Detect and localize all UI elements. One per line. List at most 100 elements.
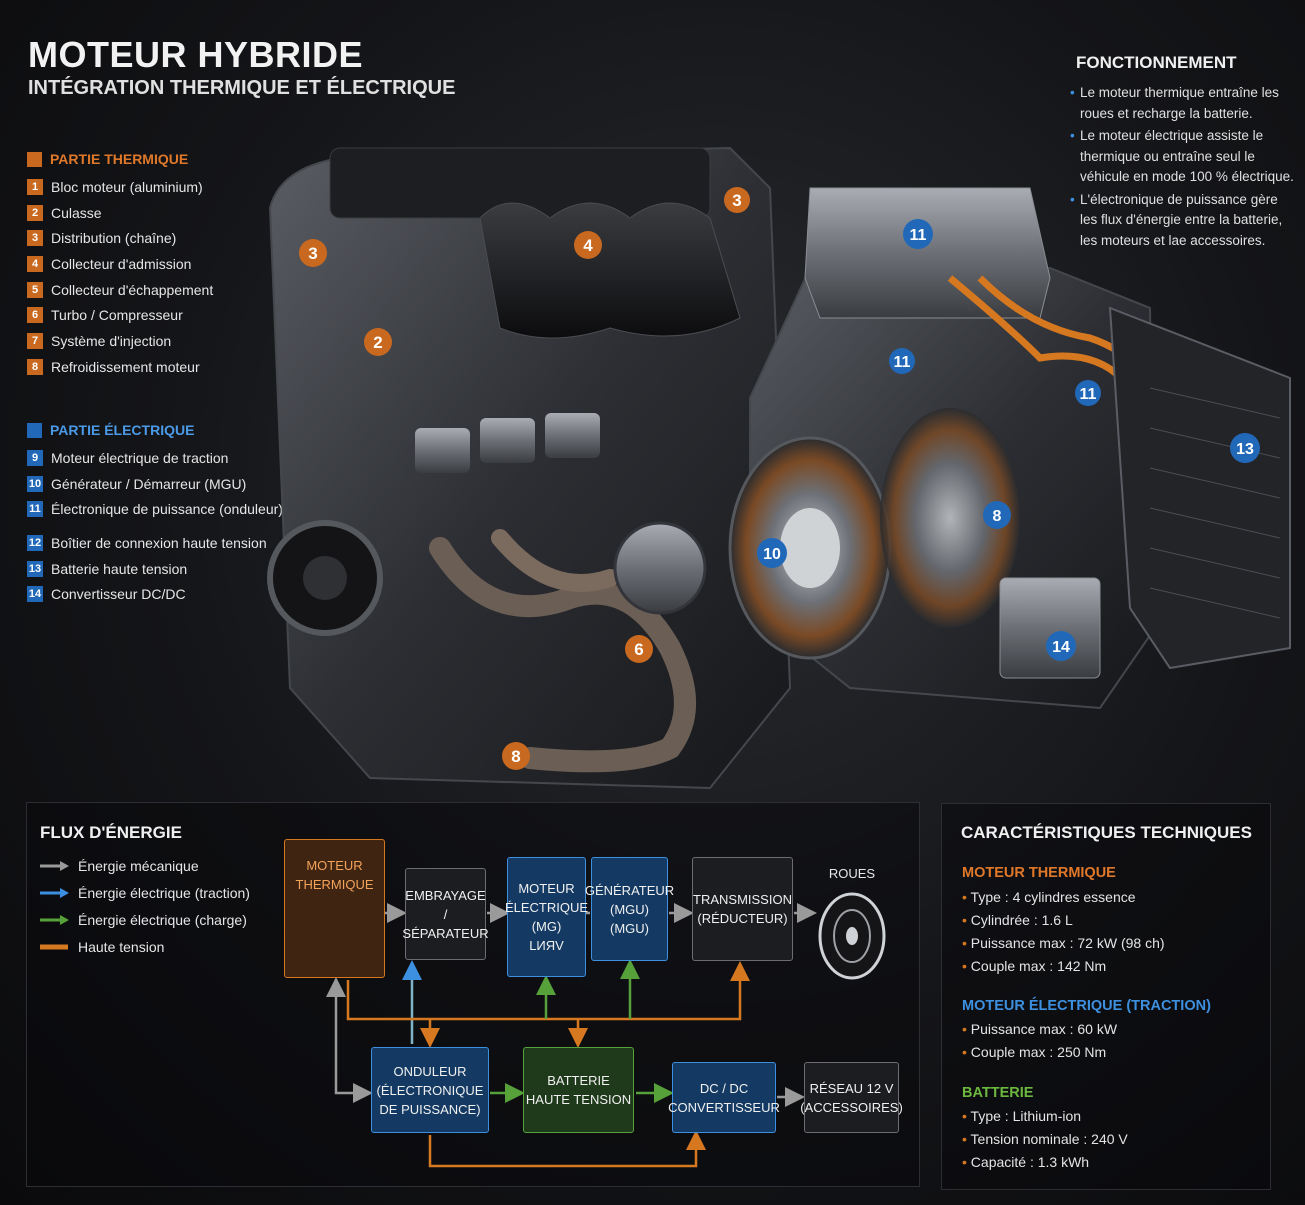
legend-label: Turbo / Compresseur — [51, 307, 183, 324]
legend-label: Distribution (chaîne) — [51, 230, 177, 247]
legend-item: 12 Boîtier de connexion haute tension — [27, 530, 283, 556]
spec-item: Tension nominale : 240 V — [962, 1128, 1128, 1151]
flow-box-batterie: BATTERIE HAUTE TENSION — [523, 1047, 634, 1133]
engine-callout-label: 8 — [993, 508, 1002, 525]
flow-legend-item: Énergie électrique (charge) — [40, 906, 250, 933]
legend-label: Culasse — [51, 204, 102, 221]
specs-title: CARACTÉRISTIQUES TECHNIQUES — [961, 823, 1252, 842]
engine-callout-label: 11 — [894, 354, 911, 371]
spec-item: Couple max : 250 Nm — [962, 1041, 1117, 1064]
spec-list-battery: Type : Lithium-ion Tension nominale : 24… — [962, 1105, 1128, 1174]
spec-item: Type : Lithium-ion — [962, 1105, 1128, 1128]
flow-box-reseau-12v: RÉSEAU 12 V (ACCESSOIRES) — [800, 1062, 903, 1133]
legend-label: Moteur électrique de traction — [51, 449, 229, 466]
legend-number-badge: 6 — [27, 307, 43, 324]
engine-callout-label: 4 — [583, 236, 593, 255]
legend-number-badge: 3 — [27, 230, 43, 247]
engine-callout-electric — [903, 219, 933, 249]
flow-legend-label: Énergie électrique (charge) — [78, 911, 247, 928]
charge-arrow-icon — [40, 914, 69, 925]
legend-number-badge: 4 — [27, 255, 43, 272]
engine-callout-label: 2 — [373, 333, 382, 352]
flow-legend-label: Haute tension — [78, 938, 165, 955]
spec-item: Puissance max : 60 kW — [962, 1018, 1117, 1041]
spec-item: Puissance max : 72 kW (98 ch) — [962, 932, 1165, 955]
engine-callout-label: 11 — [910, 227, 927, 244]
legend-thermal-heading: PARTIE THERMIQUE — [27, 151, 188, 167]
electric-color-swatch — [27, 422, 42, 438]
spec-item: Capacité : 1.3 kWh — [962, 1151, 1128, 1174]
engine-callout-label: 13 — [1236, 441, 1254, 458]
engine-callout-label: 11 — [1080, 386, 1097, 403]
engine-callout-electric — [757, 538, 787, 568]
engine-callout-electric — [889, 348, 915, 374]
legend-label: Collecteur d'admission — [51, 255, 192, 272]
legend-number-badge: 10 — [27, 475, 43, 492]
fonctionnement-panel: FONCTIONNEMENT Le moteur thermique entra… — [1070, 53, 1295, 253]
legend-label: Électronique de puissance (onduleur) — [51, 501, 283, 518]
legend-label: Batterie haute tension — [51, 560, 188, 577]
engine-callout-thermal — [724, 187, 750, 213]
flow-box-moteur-electrique: MOTEUR ÉLECTRIQUE (MG) LИЯV — [505, 857, 588, 977]
engine-callout-electric — [1230, 433, 1260, 463]
spec-item: Couple max : 142 Nm — [962, 955, 1165, 978]
engine-callout-label: 14 — [1052, 639, 1070, 656]
engine-callout-thermal — [625, 635, 653, 663]
engine-callout-thermal — [502, 742, 530, 770]
thermal-color-swatch — [27, 151, 42, 167]
legend-number-badge: 12 — [27, 534, 43, 551]
legend-item: 4 Collecteur d'admission — [27, 251, 213, 277]
engine-callout-electric — [983, 501, 1011, 529]
spec-item: Cylindrée : 1.6 L — [962, 909, 1165, 932]
spec-section-title: BATTERIE — [962, 1085, 1034, 1101]
legend-label: Système d'injection — [51, 332, 172, 349]
flow-box-generateur: GÉNÉRATEUR (MGU) (MGU) — [585, 857, 674, 961]
page-subtitle: INTÉGRATION THERMIQUE ET ÉLECTRIQUE — [28, 77, 456, 99]
high-voltage-line-icon — [40, 944, 68, 949]
legend-label: Générateur / Démarreur (MGU) — [51, 475, 247, 492]
flow-box-embrayage: EMBRAYAGE / SÉPARATEUR — [402, 868, 489, 960]
legend-label: Bloc moteur (aluminium) — [51, 178, 203, 195]
flow-box-onduleur: ONDULEUR (ÉLECTRONIQUE DE PUISSANCE) — [371, 1047, 489, 1133]
legend-number-badge: 11 — [27, 501, 43, 518]
energy-flow-title: FLUX D'ÉNERGIE — [40, 823, 182, 842]
legend-label: Boîtier de connexion haute tension — [51, 534, 267, 551]
fonctionnement-item: L'électronique de puissance gère les flu… — [1070, 190, 1295, 252]
flow-legend-item: Énergie mécanique — [40, 852, 250, 879]
legend-label: Convertisseur DC/DC — [51, 586, 186, 603]
flow-box-transmission: TRANSMISSION (RÉDUCTEUR) — [692, 857, 793, 961]
wheel-icon — [818, 892, 886, 980]
engine-callout-label: 8 — [511, 747, 520, 766]
legend-thermal-title: PARTIE THERMIQUE — [50, 151, 189, 167]
legend-label: Collecteur d'échappement — [51, 281, 214, 298]
flow-legend-item: Énergie électrique (traction) — [40, 879, 250, 906]
engine-callout-thermal — [574, 231, 602, 259]
engine-callout-label: 3 — [308, 244, 317, 263]
energy-flow-legend: Énergie mécanique Énergie électrique (tr… — [40, 852, 250, 960]
spec-section-title: MOTEUR THERMIQUE — [962, 865, 1116, 881]
spec-list-electric: Puissance max : 60 kW Couple max : 250 N… — [962, 1018, 1117, 1064]
legend-electric-title: PARTIE ÉLECTRIQUE — [50, 422, 195, 438]
legend-item: 6 Turbo / Compresseur — [27, 302, 213, 328]
engine-callout-thermal — [364, 328, 392, 356]
legend-item: 11 Électronique de puissance (onduleur) — [27, 496, 283, 522]
legend-number-badge: 7 — [27, 332, 43, 349]
fonctionnement-title: FONCTIONNEMENT — [1076, 53, 1237, 72]
hybrid-engine-illustration: 3 2 4 3 6 8 11 11 11 13 8 10 14 — [267, 146, 1291, 790]
engine-callout-thermal — [299, 239, 327, 267]
engine-callout-electric — [1075, 380, 1101, 406]
legend-electric-heading: PARTIE ÉLECTRIQUE — [27, 422, 194, 438]
fonctionnement-item: Le moteur thermique entraîne les roues e… — [1070, 83, 1295, 124]
flow-legend-item: Haute tension — [40, 933, 250, 960]
flow-legend-label: Énergie électrique (traction) — [78, 884, 250, 901]
engine-callout-electric — [1046, 631, 1076, 661]
flow-label-roues: ROUES — [828, 866, 876, 881]
